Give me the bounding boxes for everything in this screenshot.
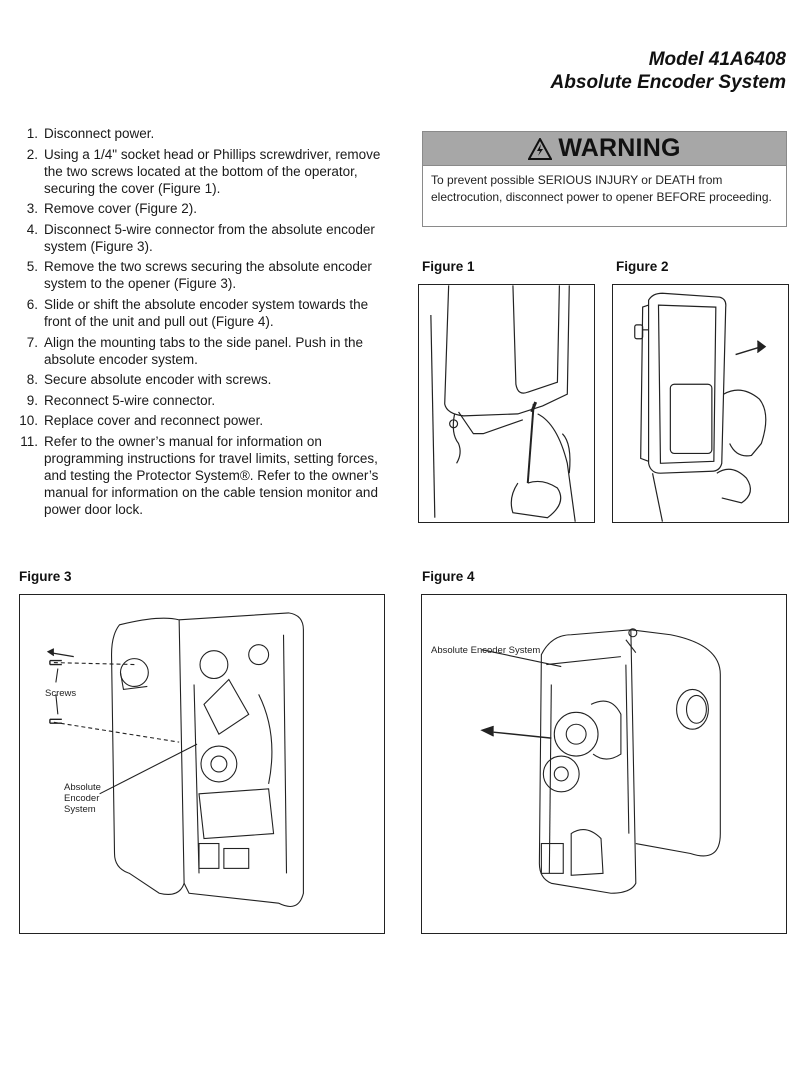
warning-header: WARNING xyxy=(423,132,786,166)
step-item: 8.Secure absolute encoder with screws. xyxy=(26,372,272,388)
screws-callout: Screws xyxy=(45,688,77,699)
system-title: Absolute Encoder System xyxy=(550,72,786,93)
figure-1-illustration xyxy=(418,284,595,523)
model-title: Model 41A6408 xyxy=(648,49,786,70)
step-item: 6.Slide or shift the absolute encoder sy… xyxy=(26,296,369,329)
figure-4-illustration xyxy=(421,594,787,934)
step-item: 10.Replace cover and reconnect power. xyxy=(19,413,264,429)
figure-4-label: Figure 4 xyxy=(422,569,475,584)
step-item: 5.Remove the two screws securing the abs… xyxy=(26,259,372,292)
step-item: 1.Disconnect power. xyxy=(26,126,155,141)
figure-3-illustration xyxy=(19,594,385,934)
figure-2-illustration xyxy=(612,284,789,523)
figure-3-label: Figure 3 xyxy=(19,569,72,584)
instruction-steps: 1.Disconnect power. 2.Using a 1/4" socke… xyxy=(18,125,390,522)
encoder-callout-fig3: Absolute Encoder System xyxy=(64,782,101,815)
warning-title: WARNING xyxy=(558,134,681,162)
figure-1-label: Figure 1 xyxy=(422,259,475,274)
warning-box: WARNING To prevent possible SERIOUS INJU… xyxy=(422,131,787,227)
step-item: 3.Remove cover (Figure 2). xyxy=(26,201,198,217)
step-item: 2.Using a 1/4" socket head or Phillips s… xyxy=(26,146,381,196)
step-item: 4.Disconnect 5-wire connector from the a… xyxy=(26,221,375,254)
document-header: Model 41A6408 Absolute Encoder System xyxy=(551,48,786,94)
warning-triangle-icon xyxy=(528,137,553,160)
warning-text: To prevent possible SERIOUS INJURY or DE… xyxy=(431,173,772,204)
encoder-callout-fig4: Absolute Encoder System xyxy=(431,645,541,656)
figure-2-label: Figure 2 xyxy=(616,259,669,274)
step-item: 11.Refer to the owner’s manual for infor… xyxy=(20,433,379,517)
step-item: 9.Reconnect 5-wire connector. xyxy=(26,392,216,408)
step-item: 7.Align the mounting tabs to the side pa… xyxy=(26,334,363,367)
